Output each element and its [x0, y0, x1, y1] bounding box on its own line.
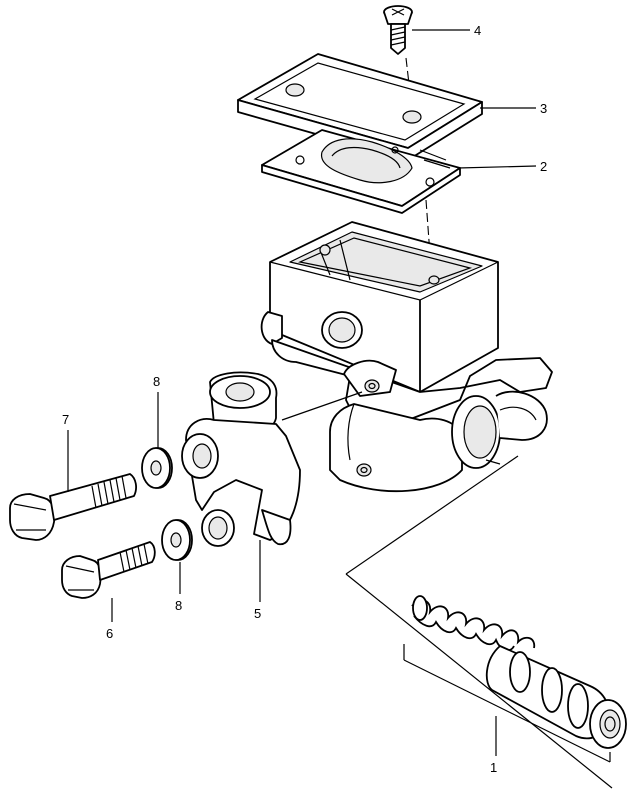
callout-7: 7: [62, 412, 69, 427]
callout-4: 4: [474, 23, 481, 38]
callout-5: 5: [254, 606, 261, 621]
callout-6: 6: [106, 626, 113, 641]
part-3-reservoir-cap: [237, 53, 483, 161]
part-5-clamp-bracket: [181, 371, 301, 547]
callout-8-lower: 8: [175, 598, 182, 613]
bracket-axis-line: [281, 391, 363, 421]
part-7-long-bolt: [9, 473, 137, 541]
leader-lines: [67, 29, 613, 789]
callout-3: 3: [540, 101, 547, 116]
part-8-washer-lower: [161, 519, 193, 561]
callout-8-upper: 8: [153, 374, 160, 389]
part-8-washer-upper: [141, 447, 173, 489]
callout-2: 2: [540, 159, 547, 174]
callout-1: 1: [490, 760, 497, 775]
part-4-screw: [383, 5, 413, 55]
master-cylinder-body: [260, 221, 553, 493]
part-1-piston-kit: [411, 595, 627, 749]
part-6-short-bolt: [61, 541, 156, 599]
